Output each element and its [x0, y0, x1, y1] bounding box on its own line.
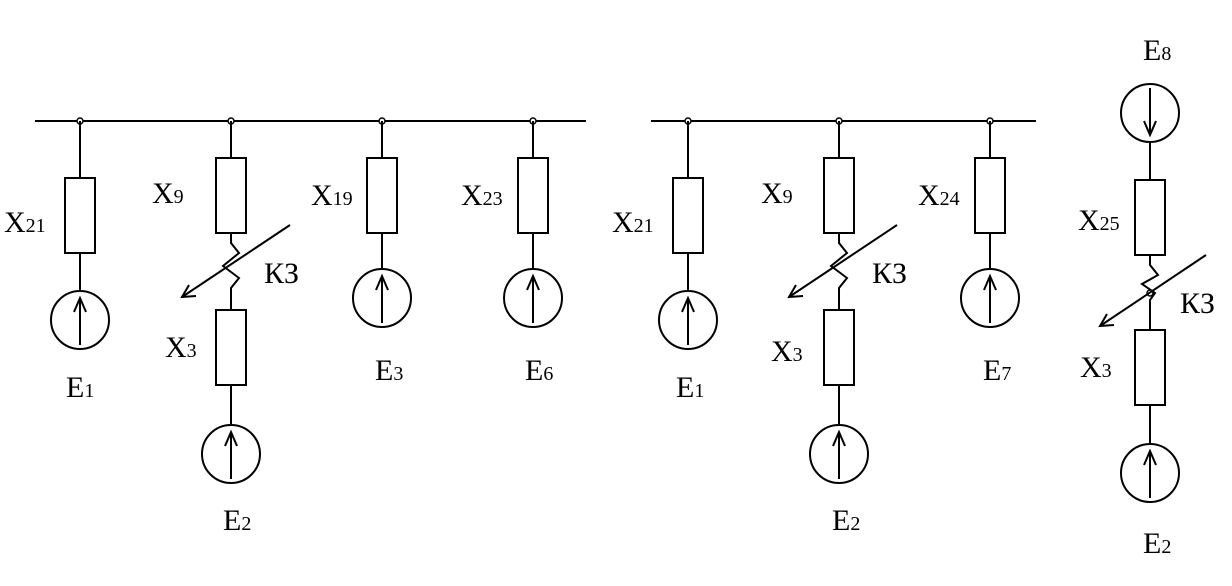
- branch-x21-e1: X21 E1: [612, 117, 718, 404]
- branch-x21-e1: X21 E1: [4, 117, 110, 404]
- reactance-element: [1134, 179, 1166, 256]
- branch-x24-e7: X24 E7: [918, 117, 1020, 387]
- arrow-head-icon: [787, 284, 804, 299]
- reactance-label: X3: [771, 335, 803, 368]
- source-label: E2: [223, 504, 251, 537]
- reactance-label: X25: [1078, 204, 1120, 237]
- reactance-element: [366, 157, 398, 234]
- arrow-down-icon: [1143, 88, 1157, 138]
- arrow-up-icon: [681, 295, 695, 345]
- source-label: E2: [1143, 527, 1171, 560]
- reactance-element: [672, 177, 704, 254]
- reactance-element: [215, 309, 247, 386]
- source-label: E7: [983, 354, 1011, 387]
- source-label: E2: [832, 504, 860, 537]
- reactance-element: [215, 157, 247, 234]
- reactance-label: X3: [165, 331, 197, 364]
- diagram-3: E8 КЗ X25 X3 E2: [1078, 34, 1215, 560]
- reactance-label: X9: [152, 177, 184, 210]
- diagram-1: X21 E1 КЗ X9 X3 E2 X: [4, 117, 586, 537]
- reactance-element: [823, 157, 855, 234]
- branch-x9-x3-e2: КЗ X9 X3 E2: [152, 117, 299, 537]
- arrow-head-icon: [1098, 313, 1115, 328]
- branch-x9-x3-e2: КЗ X9 X3 E2: [761, 117, 907, 537]
- arrow-up-icon: [224, 429, 238, 479]
- reactance-label: X21: [4, 206, 46, 239]
- reactance-label: X21: [612, 206, 654, 239]
- arrow-head-icon: [180, 284, 197, 299]
- arrow-up-icon: [73, 295, 87, 345]
- arrow-up-icon: [1143, 448, 1157, 498]
- reactance-element: [823, 309, 855, 386]
- fault-zigzag: [1140, 255, 1160, 330]
- reactance-element: [1134, 329, 1166, 406]
- reactance-label: X19: [311, 179, 353, 212]
- reactance-label: X24: [918, 179, 960, 212]
- arrow-up-icon: [832, 429, 846, 479]
- source-label: E6: [525, 354, 553, 387]
- fault-label: КЗ: [1180, 287, 1215, 320]
- fault-arrow: [788, 224, 898, 298]
- fault-label: КЗ: [264, 257, 299, 290]
- fault-arrow: [181, 224, 291, 298]
- arrow-up-icon: [526, 273, 540, 323]
- arrow-up-icon: [375, 273, 389, 323]
- source-label: E1: [66, 371, 94, 404]
- diagram-2: X21 E1 КЗ X9 X3 E2 X: [612, 117, 1036, 537]
- source-label: E3: [375, 354, 403, 387]
- reactance-element: [517, 157, 549, 234]
- reactance-label: X3: [1080, 351, 1112, 384]
- branch-x19-e3: X19 E3: [311, 117, 412, 387]
- branch-x23-e6: X23 E6: [461, 117, 563, 387]
- reactance-element: [64, 177, 96, 254]
- reactance-element: [974, 157, 1006, 234]
- source-label: E1: [676, 371, 704, 404]
- fault-arrow: [1099, 254, 1207, 327]
- fault-zigzag: [221, 233, 241, 310]
- reactance-label: X9: [761, 177, 793, 210]
- arrow-up-icon: [983, 273, 997, 323]
- source-label: E8: [1143, 34, 1171, 67]
- fault-zigzag: [829, 233, 849, 310]
- fault-label: КЗ: [872, 257, 907, 290]
- reactance-label: X23: [461, 179, 503, 212]
